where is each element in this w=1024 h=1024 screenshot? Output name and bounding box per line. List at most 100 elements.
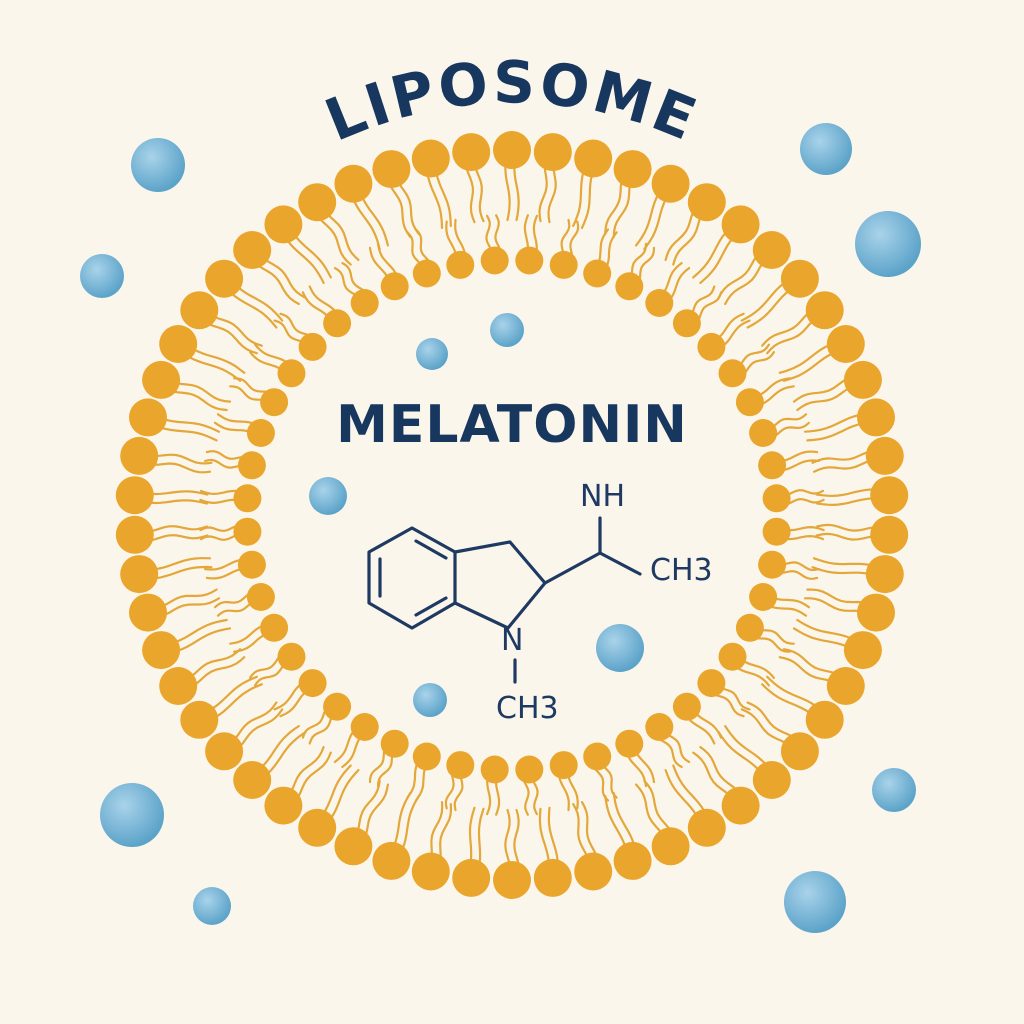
polar-head [493, 861, 531, 899]
polar-head [574, 139, 613, 178]
outer-phospholipid [264, 205, 332, 284]
inner-phospholipid [735, 377, 795, 417]
inner-phospholipid [368, 242, 409, 301]
polar-head [115, 476, 154, 515]
inner-phospholipid [333, 262, 379, 317]
polar-head [260, 388, 289, 417]
polar-head [697, 669, 726, 698]
outer-phospholipid [572, 139, 613, 229]
polar-head [205, 732, 244, 771]
outer-phospholipid [452, 133, 491, 224]
outer-phospholipid [298, 764, 360, 847]
outer-phospholipid [298, 183, 360, 266]
polar-head [233, 517, 262, 546]
outer-phospholipid [811, 555, 904, 594]
drug-particle [872, 768, 916, 812]
inner-phospholipid [445, 218, 475, 279]
inner-phospholipid [762, 484, 825, 513]
inner-phospholipid [645, 262, 691, 317]
inner-phospholipid [214, 583, 275, 617]
payload-label: MELATONIN [336, 395, 688, 455]
drug-particle [784, 871, 846, 933]
outer-phospholipid [372, 792, 420, 880]
benzene-ring-bond [367, 526, 457, 630]
outer-phospholipid [372, 150, 420, 238]
polar-head [493, 131, 531, 169]
lipid-bilayer [115, 131, 909, 899]
polar-head [805, 700, 844, 739]
polar-head [411, 139, 450, 178]
outer-phospholipid [604, 150, 652, 238]
polar-head [120, 555, 159, 594]
inner-phospholipid [583, 742, 618, 802]
inner-phospholipid [749, 583, 810, 617]
drug-particle [596, 624, 644, 672]
polar-head [735, 388, 764, 417]
outer-phospholipid [233, 231, 307, 305]
inner-phospholipid [444, 751, 475, 812]
polar-head [762, 517, 791, 546]
drug-particle [100, 783, 164, 847]
polar-head [452, 858, 491, 897]
polar-head [805, 291, 844, 330]
inner-phospholipid [515, 214, 544, 275]
polar-head [372, 150, 411, 189]
outer-phospholipid [205, 701, 284, 771]
polar-head [129, 398, 167, 437]
outer-phospholipid [815, 476, 909, 515]
polar-head [651, 827, 690, 866]
drug-particle [131, 138, 185, 192]
inner-phospholipid [333, 713, 379, 768]
polar-head [651, 164, 690, 203]
polar-head [298, 332, 327, 361]
polar-head [645, 713, 674, 741]
outer-phospholipid [664, 764, 726, 847]
inner-phospholipid [549, 751, 579, 812]
polar-head [480, 246, 509, 275]
drug-particle [800, 123, 852, 175]
inner-phospholipid [406, 228, 441, 288]
drug-particle [416, 338, 448, 370]
inner-phospholipid [615, 242, 656, 301]
polar-head [857, 398, 895, 437]
polar-head [129, 593, 167, 632]
outer-phospholipid [120, 436, 213, 475]
inner-phospholipid [549, 218, 580, 279]
polar-head [721, 205, 760, 244]
polar-head [277, 359, 306, 388]
outer-phospholipid [635, 164, 690, 251]
polar-head [718, 359, 747, 388]
polar-head [412, 259, 441, 288]
polar-head [735, 613, 764, 642]
outer-phospholipid [180, 675, 263, 739]
polar-head [583, 742, 612, 771]
inner-phospholipid [249, 642, 306, 687]
polar-head [613, 841, 652, 880]
polar-head [645, 289, 674, 317]
drug-particle [855, 211, 921, 277]
polar-head [264, 205, 303, 244]
outer-phospholipid [159, 325, 246, 382]
inner-phospholipid [697, 312, 751, 361]
inner-phospholipid [199, 517, 262, 546]
polar-head [298, 183, 337, 222]
outer-phospholipid [115, 476, 209, 515]
inner-phospholipid [672, 692, 723, 745]
inner-phospholipid [480, 755, 509, 816]
polar-head [233, 761, 272, 799]
outer-phospholipid [180, 291, 263, 355]
outer-phospholipid [142, 360, 232, 412]
amine-label: NH [580, 479, 625, 514]
polar-head [372, 841, 411, 880]
inner-phospholipid [762, 517, 825, 546]
polar-head [515, 755, 544, 784]
inner-phospholipid [273, 312, 327, 361]
polar-head [380, 272, 409, 301]
polar-head [865, 555, 904, 594]
outer-phospholipid [533, 133, 572, 224]
outer-phospholipid [792, 360, 882, 412]
polar-head [613, 150, 652, 189]
inner-phospholipid [645, 713, 691, 768]
inner-phospholipid [718, 343, 775, 388]
outer-phospholipid [717, 725, 791, 799]
